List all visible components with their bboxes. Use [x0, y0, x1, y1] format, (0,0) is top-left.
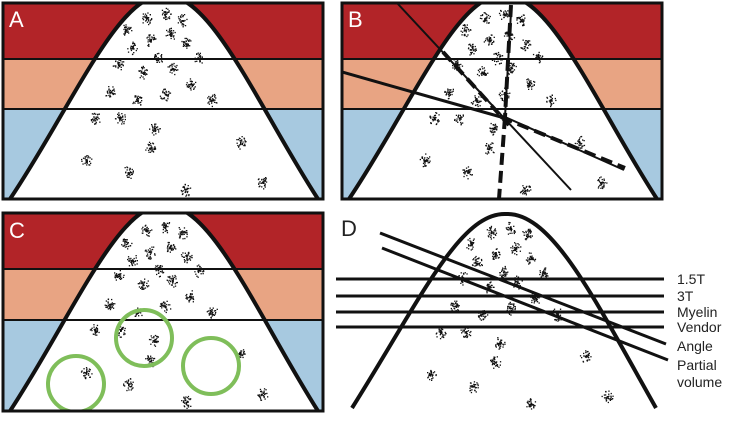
gyrus-outline — [8, 3, 320, 199]
panel-label-a: A — [9, 7, 24, 32]
panel-c: C — [1, 211, 325, 413]
gyrus-outline — [8, 213, 320, 411]
panel-border — [340, 1, 664, 201]
solid-ray-2 — [342, 70, 502, 119]
neuron-dots — [81, 7, 268, 197]
gyrus-outline — [347, 3, 659, 199]
legend-angle: Angle — [677, 338, 713, 354]
line-angle — [379, 231, 667, 346]
neuron-dots — [427, 221, 614, 410]
panel-a: A — [1, 1, 325, 201]
legend-1-5t: 1.5T — [677, 271, 705, 287]
panel-label-b: B — [348, 7, 363, 32]
sample-circle — [114, 308, 174, 368]
dashed-ray-3 — [500, 115, 626, 170]
sample-circle — [46, 354, 106, 411]
panel-border — [1, 211, 325, 413]
legend-volume: volume — [677, 374, 722, 390]
line-partial-volume — [381, 246, 669, 362]
legend-partial: Partial — [677, 357, 717, 373]
sample-circle — [181, 336, 241, 396]
dashed-ray-4 — [497, 116, 507, 199]
panel-d: D 1.5T 3T Myelin Vendor Angle Partial vo… — [336, 211, 722, 410]
neuron-dots — [80, 222, 269, 409]
panel-label-d: D — [341, 216, 357, 241]
gyrus-outline — [350, 211, 658, 410]
gyrus-shape — [10, 3, 318, 199]
legend-myelin: Myelin — [677, 304, 717, 320]
legend-vendor: Vendor — [677, 319, 722, 335]
dashed-ray-2 — [441, 50, 511, 127]
panel-border — [1, 1, 325, 201]
legend-3t: 3T — [677, 288, 694, 304]
dashed-ray-1 — [503, 4, 513, 118]
panel-label-c: C — [9, 218, 25, 243]
panel-b: B — [340, 1, 664, 201]
neuron-dots — [419, 9, 608, 196]
gyrus-shape — [10, 213, 318, 411]
